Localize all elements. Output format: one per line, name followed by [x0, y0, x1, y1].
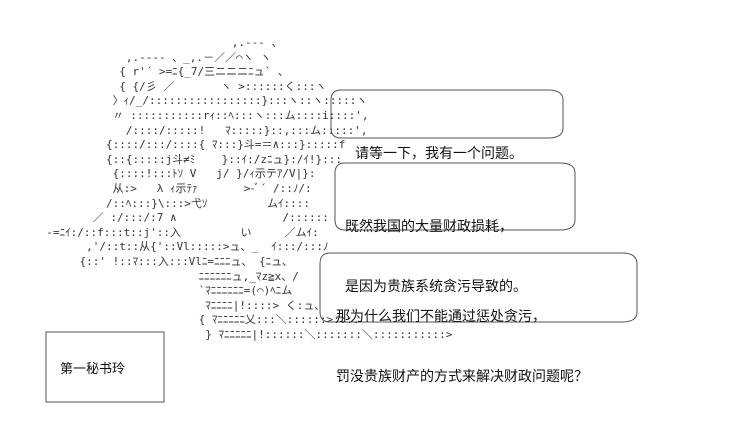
speech-bubble-3-text: 那为什么我们不能通过惩处贪污， 罚没贵族财产的方式来解决财政问题呢？ [336, 267, 588, 407]
speech-bubble-3-line-1: 那为什么我们不能通过惩处贪污， [336, 309, 546, 325]
speech-bubble-1-text: 请等一下，我有一个问题。 [355, 104, 523, 184]
ascii-art-character: ,.--- 、 ,.-‐-- 、_,.－／／⌒ヽ ヽ { r'´ >=ﾆ{_7/… [46, 36, 453, 341]
character-label-box [45, 331, 165, 403]
speech-bubble-1-line-1: 请等一下，我有一个问题。 [355, 146, 523, 162]
speech-bubble-2-outline [334, 162, 576, 231]
speech-bubble-2-line-2: 是因为贵族系统贪污导致的。 [345, 279, 527, 295]
speech-bubble-2-text: 既然我国的大量财政损耗， 是因为贵族系统贪污导致的。 [345, 177, 527, 317]
character-label: 第一秘书玲 [60, 362, 126, 377]
speech-bubble-1-outline [330, 89, 564, 139]
speech-bubble-3-outline [319, 252, 638, 323]
speech-bubble-2-line-1: 既然我国的大量财政损耗， [345, 219, 513, 235]
speech-bubble-3-line-2: 罚没贵族财产的方式来解决财政问题呢？ [336, 369, 588, 385]
